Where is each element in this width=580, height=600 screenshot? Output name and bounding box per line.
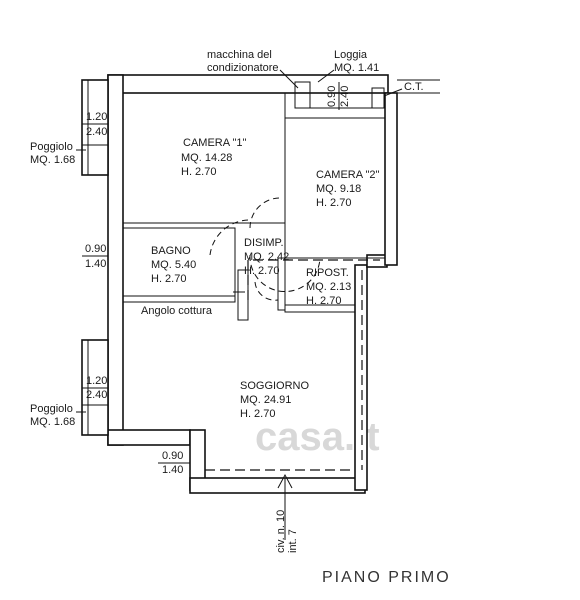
window-dims-top-left: 1.20 2.40 <box>82 111 108 138</box>
svg-text:0.90: 0.90 <box>85 243 106 255</box>
room-name: SOGGIORNO <box>240 380 310 392</box>
plan-title: PIANO PRIMO <box>322 569 451 586</box>
svg-text:2.40: 2.40 <box>86 389 107 401</box>
ct-label: C.T. <box>404 81 424 93</box>
room-area: MQ. 24.91 <box>240 394 291 406</box>
svg-text:1.40: 1.40 <box>162 464 183 476</box>
room-height: H. 2.70 <box>240 408 275 420</box>
svg-text:2.40: 2.40 <box>339 86 351 107</box>
room-name: CAMERA "1" <box>183 137 247 149</box>
room-name: CAMERA "2" <box>316 169 380 181</box>
civico-label-1: civ. n. 10 <box>275 510 287 553</box>
loggia-area: MQ. 1.41 <box>334 62 379 74</box>
window-dims-loggia: 0.90 2.40 <box>326 82 351 110</box>
condizionatore-label-1: macchina del <box>207 49 272 61</box>
room-area: MQ. 5.40 <box>151 259 196 271</box>
loggia-name: Loggia <box>334 49 368 61</box>
doors <box>209 197 321 301</box>
svg-text:0.90: 0.90 <box>326 86 338 107</box>
outer-walls <box>107 74 398 494</box>
room-soggiorno: SOGGIORNO MQ. 24.91 H. 2.70 <box>240 380 310 420</box>
room-area: MQ. 14.28 <box>181 152 232 164</box>
window-dims-bagno: 0.90 1.40 <box>82 243 108 270</box>
svg-text:0.90: 0.90 <box>162 450 183 462</box>
poggiolo-top-area: MQ. 1.68 <box>30 154 75 166</box>
svg-text:2.40: 2.40 <box>86 126 107 138</box>
balcony-top <box>81 79 109 176</box>
room-name: RIPOST. <box>306 267 349 279</box>
window-dims-bottom-left: 1.20 2.40 <box>82 375 108 401</box>
room-camera-1: CAMERA "1" MQ. 14.28 H. 2.70 <box>181 137 247 178</box>
poggiolo-top-name: Poggiolo <box>30 141 73 153</box>
poggiolo-bottom-name: Poggiolo <box>30 403 73 415</box>
window-dims-soggiorno: 0.90 1.40 <box>158 450 190 476</box>
room-area: MQ. 2.42 <box>244 251 289 263</box>
entry-arrow <box>277 473 293 540</box>
civico-label-2: int. 7 <box>287 529 299 553</box>
svg-text:1.20: 1.20 <box>86 111 107 123</box>
room-ripost: RIPOST. MQ. 2.13 H. 2.70 <box>306 267 351 307</box>
svg-text:1.20: 1.20 <box>86 375 107 387</box>
room-area: MQ. 9.18 <box>316 183 361 195</box>
room-area: MQ. 2.13 <box>306 281 351 293</box>
room-height: H. 2.70 <box>244 265 279 277</box>
condizionatore-label-2: condizionatore <box>207 62 279 74</box>
room-disimp: DISIMP. MQ. 2.42 H. 2.70 <box>244 237 289 277</box>
room-height: H. 2.70 <box>151 273 186 285</box>
room-height: H. 2.70 <box>316 197 351 209</box>
room-height: H. 2.70 <box>181 166 216 178</box>
loggia <box>294 79 440 109</box>
interior-walls <box>122 92 386 321</box>
svg-text:1.40: 1.40 <box>85 258 106 270</box>
room-name: BAGNO <box>151 245 191 257</box>
room-height: H. 2.70 <box>306 295 341 307</box>
structural-dashed-lines <box>205 259 380 471</box>
angolo-cottura-label: Angolo cottura <box>141 305 213 317</box>
room-camera-2: CAMERA "2" MQ. 9.18 H. 2.70 <box>316 169 380 209</box>
room-bagno: BAGNO MQ. 5.40 H. 2.70 <box>151 245 196 285</box>
leader-lines <box>76 69 403 413</box>
poggiolo-bottom-area: MQ. 1.68 <box>30 416 75 428</box>
room-name: DISIMP. <box>244 237 284 249</box>
